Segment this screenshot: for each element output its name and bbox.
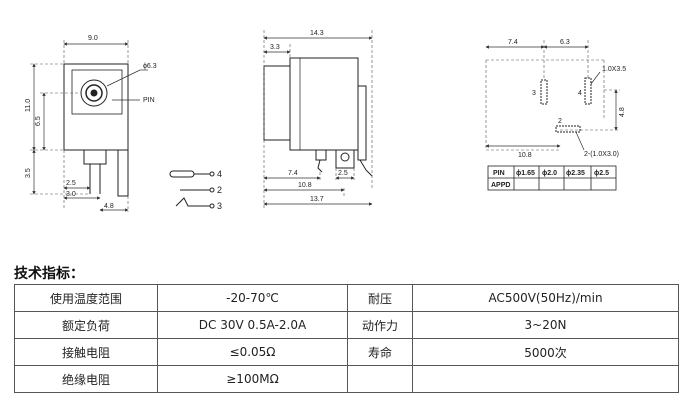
- table-row: 绝缘电阻 ≥100MΩ: [14, 365, 679, 393]
- pcb-pad-3: 3: [532, 90, 536, 97]
- table-row: 接触电阻 ≤0.05Ω 寿命 5000次: [14, 338, 679, 366]
- technical-drawing: 9.0 ϕ6.3 PIN 11.0 6.5 3.5 2.5 3.0 4.8 4 …: [25, 30, 626, 212]
- schematic-pin-2: 2: [217, 185, 222, 195]
- dim-pcb-6-3: 6.3: [560, 39, 570, 46]
- spec-label: 使用温度范围: [14, 284, 158, 312]
- spec-label: 绝缘电阻: [14, 365, 158, 393]
- spec-value: AC500V(50Hz)/min: [412, 284, 679, 312]
- pin-table-cell: ϕ2.0: [542, 170, 557, 177]
- dim-side-7-4: 7.4: [288, 170, 298, 177]
- spec-value: 5000次: [412, 338, 679, 366]
- spec-table: 使用温度范围 -20-70℃ 耐压 AC500V(50Hz)/min 额定负荷 …: [14, 284, 679, 393]
- spec-value: 3~20N: [412, 311, 679, 339]
- spec-value: ≤0.05Ω: [157, 338, 348, 366]
- pcb-layout: [485, 40, 620, 151]
- dim-pcb-10-8: 10.8: [518, 152, 532, 159]
- pin-table-head: PIN: [493, 170, 505, 177]
- pin-table-cell: ϕ2.35: [566, 170, 585, 177]
- dim-height-low: 3.5: [25, 168, 32, 178]
- dim-side-10-8: 10.8: [298, 182, 312, 189]
- spec-label: 寿命: [347, 338, 413, 366]
- dim-pin-4-8: 4.8: [104, 203, 114, 210]
- dim-pin-label: PIN: [143, 97, 155, 104]
- spec-label: 动作力: [347, 311, 413, 339]
- dim-pcb-slot2: 2-(1.0X3.0): [584, 151, 619, 158]
- spec-label: 额定负荷: [14, 311, 158, 339]
- dim-side-2-5: 2.5: [338, 170, 348, 177]
- dim-height-total: 11.0: [25, 99, 32, 112]
- spec-value: [412, 365, 679, 393]
- dim-pcb-7-4: 7.4: [508, 39, 518, 46]
- spec-title: 技术指标：: [14, 266, 84, 282]
- dim-hole-diameter: ϕ6.3: [143, 63, 157, 70]
- dim-pcb-4-8: 4.8: [619, 107, 626, 117]
- pin-table-cell: ϕ2.5: [594, 170, 609, 177]
- dim-pin-2-5: 2.5: [66, 180, 76, 187]
- spec-label: 耐压: [347, 284, 413, 312]
- table-row: 使用温度范围 -20-70℃ 耐压 AC500V(50Hz)/min: [14, 284, 679, 312]
- pin-diameter-table: PIN ϕ1.65 ϕ2.0 ϕ2.35 ϕ2.5 APPD: [487, 165, 617, 191]
- pin-table-head: APPD: [491, 182, 510, 189]
- schematic-pin-4: 4: [217, 169, 222, 179]
- table-row: 额定负荷 DC 30V 0.5A-2.0A 动作力 3~20N: [14, 311, 679, 339]
- dim-pcb-slot: 1.0X3.5: [602, 66, 626, 73]
- dim-pin-3-0: 3.0: [66, 191, 76, 198]
- dim-side-13-7: 13.7: [310, 196, 324, 203]
- spec-value: ≥100MΩ: [157, 365, 348, 393]
- dim-side-total: 14.3: [310, 30, 324, 37]
- dim-side-3-3: 3.3: [270, 44, 280, 51]
- pcb-pad-4: 4: [578, 90, 582, 97]
- side-view: [263, 30, 373, 208]
- spec-label: 接触电阻: [14, 338, 158, 366]
- spec-value: DC 30V 0.5A-2.0A: [157, 311, 348, 339]
- front-view: [30, 40, 148, 212]
- dim-top-width: 9.0: [88, 35, 98, 42]
- schematic-pin-3: 3: [217, 201, 222, 211]
- pin-table-cell: ϕ1.65: [516, 170, 535, 177]
- pin-schematic: [169, 170, 215, 209]
- pcb-pad-2: 2: [558, 118, 562, 125]
- dim-height-mid: 6.5: [35, 116, 42, 126]
- spec-label: [347, 365, 413, 393]
- spec-value: -20-70℃: [157, 284, 348, 312]
